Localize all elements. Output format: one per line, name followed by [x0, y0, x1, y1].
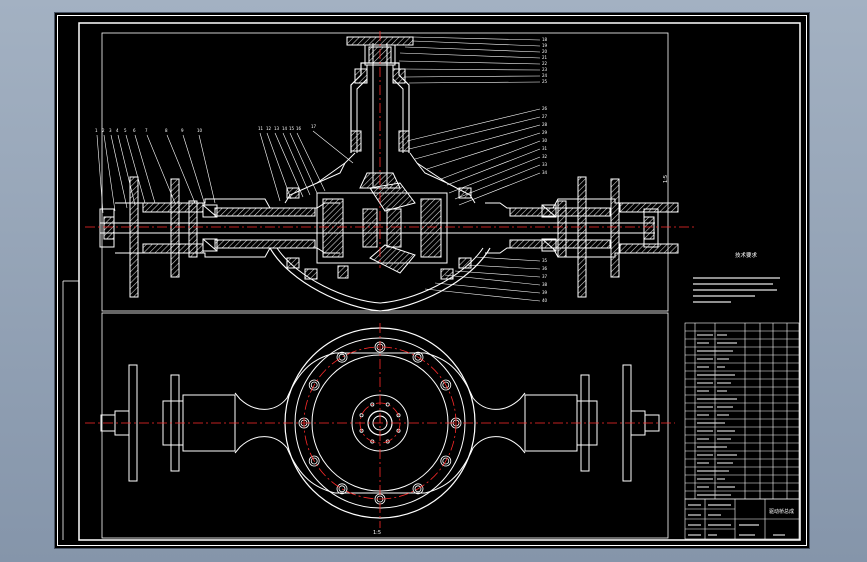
- inner-hole: [370, 402, 375, 407]
- svg-text:3: 3: [109, 128, 112, 133]
- svg-text:33: 33: [542, 162, 548, 167]
- bolt-hole: [338, 353, 346, 361]
- bolt-head: [440, 455, 452, 467]
- svg-text:12: 12: [266, 126, 272, 131]
- svg-text:6: 6: [133, 128, 136, 133]
- section-view: [99, 36, 679, 312]
- inner-hole: [385, 402, 390, 407]
- leader-lines-left: [96, 130, 354, 214]
- svg-text:16: 16: [296, 126, 302, 131]
- svg-text:9: 9: [181, 128, 184, 133]
- svg-text:37: 37: [542, 274, 548, 279]
- inner-hole: [359, 413, 364, 418]
- bolt-head: [336, 351, 348, 363]
- inner-hole: [385, 439, 390, 444]
- svg-text:21: 21: [542, 55, 548, 60]
- bolt-head: [440, 379, 452, 391]
- svg-text:36: 36: [542, 266, 548, 271]
- svg-text:13: 13: [274, 126, 280, 131]
- bolt-hole: [338, 485, 346, 493]
- inner-hole: [359, 428, 364, 433]
- svg-text:32: 32: [542, 154, 548, 159]
- bolt-hole: [414, 485, 422, 493]
- svg-text:2: 2: [102, 128, 105, 133]
- tech-requirements-lines: [693, 277, 780, 303]
- bottom-scale-label: 1:5: [373, 530, 381, 536]
- svg-text:23: 23: [542, 67, 548, 72]
- inner-hole: [396, 428, 401, 433]
- leader-lines-right: [398, 36, 541, 302]
- svg-text:40: 40: [542, 298, 548, 303]
- outer-border: [57, 15, 807, 546]
- svg-text:31: 31: [542, 146, 548, 151]
- title-block: [684, 498, 800, 540]
- svg-text:10: 10: [197, 128, 203, 133]
- svg-text:11: 11: [258, 126, 264, 131]
- bolt-head: [336, 483, 348, 495]
- svg-text:22: 22: [542, 61, 548, 66]
- inner-border: [78, 22, 801, 541]
- tech-requirements-title: 技术要求: [735, 251, 758, 259]
- drawing-name: 驱动桥总成: [769, 508, 794, 515]
- svg-text:35: 35: [542, 258, 548, 263]
- parts-list-rows: [685, 330, 799, 496]
- svg-text:19: 19: [542, 43, 548, 48]
- plan-view-frame: [101, 312, 669, 539]
- bolt-hole: [310, 381, 318, 389]
- svg-text:26: 26: [542, 106, 548, 111]
- bolt-head: [412, 351, 424, 363]
- bolt-hole: [442, 381, 450, 389]
- bolt-hole: [442, 457, 450, 465]
- plan-centerlines: [85, 323, 675, 528]
- svg-text:18: 18: [542, 37, 548, 42]
- svg-text:17: 17: [311, 124, 317, 129]
- svg-text:15: 15: [289, 126, 295, 131]
- svg-text:25: 25: [542, 79, 548, 84]
- bolt-head: [412, 483, 424, 495]
- section-centerlines: [85, 31, 695, 268]
- svg-text:24: 24: [542, 73, 548, 78]
- svg-text:1: 1: [95, 128, 98, 133]
- svg-text:8: 8: [165, 128, 168, 133]
- svg-text:27: 27: [542, 114, 548, 119]
- svg-text:14: 14: [282, 126, 288, 131]
- bolt-head: [308, 455, 320, 467]
- svg-text:7: 7: [145, 128, 148, 133]
- svg-text:4: 4: [116, 128, 119, 133]
- title-block-text-marks: [688, 504, 785, 536]
- inner-hole: [396, 413, 401, 418]
- bolt-hole: [310, 457, 318, 465]
- svg-text:28: 28: [542, 122, 548, 127]
- bolt-hole: [414, 353, 422, 361]
- svg-text:34: 34: [542, 170, 548, 175]
- svg-text:30: 30: [542, 138, 548, 143]
- svg-text:20: 20: [542, 49, 548, 54]
- svg-text:29: 29: [542, 130, 548, 135]
- side-view-label: 1:5: [663, 175, 669, 183]
- bolt-head: [308, 379, 320, 391]
- inner-hole: [370, 439, 375, 444]
- svg-text:39: 39: [542, 290, 548, 295]
- svg-text:38: 38: [542, 282, 548, 287]
- svg-text:5: 5: [124, 128, 127, 133]
